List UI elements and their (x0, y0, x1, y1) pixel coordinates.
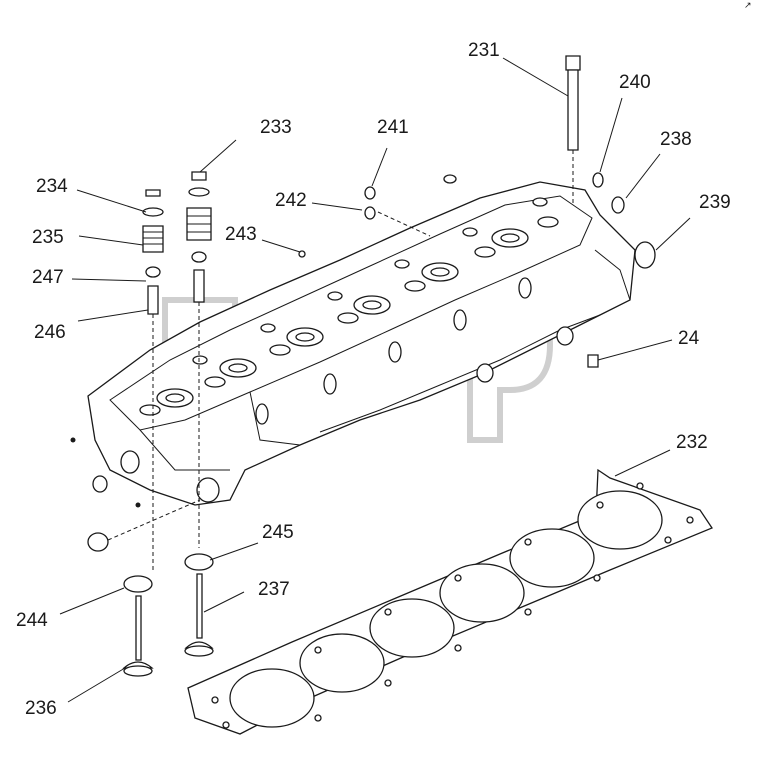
callout-232: 232 (676, 432, 708, 453)
callout-247: 247 (32, 267, 64, 288)
valve-seal-244 (123, 575, 153, 593)
head-bolt (565, 55, 581, 151)
gasket-holes (211, 482, 694, 729)
callout-241: 241 (377, 117, 409, 138)
callout-231: 231 (468, 40, 500, 61)
callout-labels: 231 233 240 241 238 234 242 239 235 243 … (16, 40, 731, 719)
dot-mark-2 (135, 502, 141, 508)
o-ring-241 (364, 186, 376, 200)
callout-235: 235 (32, 227, 64, 248)
o-ring-242 (364, 206, 376, 220)
callout-243: 243 (225, 224, 257, 245)
callout-245: 245 (262, 522, 294, 543)
head-gasket (187, 468, 713, 735)
seal-238 (611, 196, 625, 214)
callout-236: 236 (25, 698, 57, 719)
callout-239: 239 (699, 192, 731, 213)
cylinder-head (87, 181, 636, 506)
callout-233: 233 (260, 117, 292, 138)
callout-237: 237 (258, 579, 290, 600)
corner-mark: ↗ (744, 0, 752, 10)
callout-238: 238 (660, 129, 692, 150)
callout-242: 242 (275, 190, 307, 211)
callout-246: 246 (34, 322, 66, 343)
callout-240: 240 (619, 72, 651, 93)
callout-24: 24 (678, 328, 700, 349)
valve-train-right (186, 171, 212, 303)
o-ring-top (443, 174, 457, 184)
valve-236 (122, 595, 154, 677)
callout-234: 234 (36, 176, 68, 197)
bolt-24 (587, 354, 599, 368)
plug-239 (634, 241, 656, 269)
leader-lines (59, 57, 691, 703)
side-plug (92, 475, 108, 493)
o-ring-240 (592, 172, 604, 188)
plug-243 (298, 250, 306, 258)
dot-mark-1 (70, 437, 76, 443)
side-ports (120, 277, 574, 503)
port-seal (87, 532, 109, 552)
callout-244: 244 (16, 610, 48, 631)
valve-seal-245 (184, 553, 214, 571)
valve-237 (184, 573, 214, 657)
valve-bosses (139, 197, 559, 416)
valve-train-left (142, 189, 164, 315)
small-parts (70, 55, 656, 677)
